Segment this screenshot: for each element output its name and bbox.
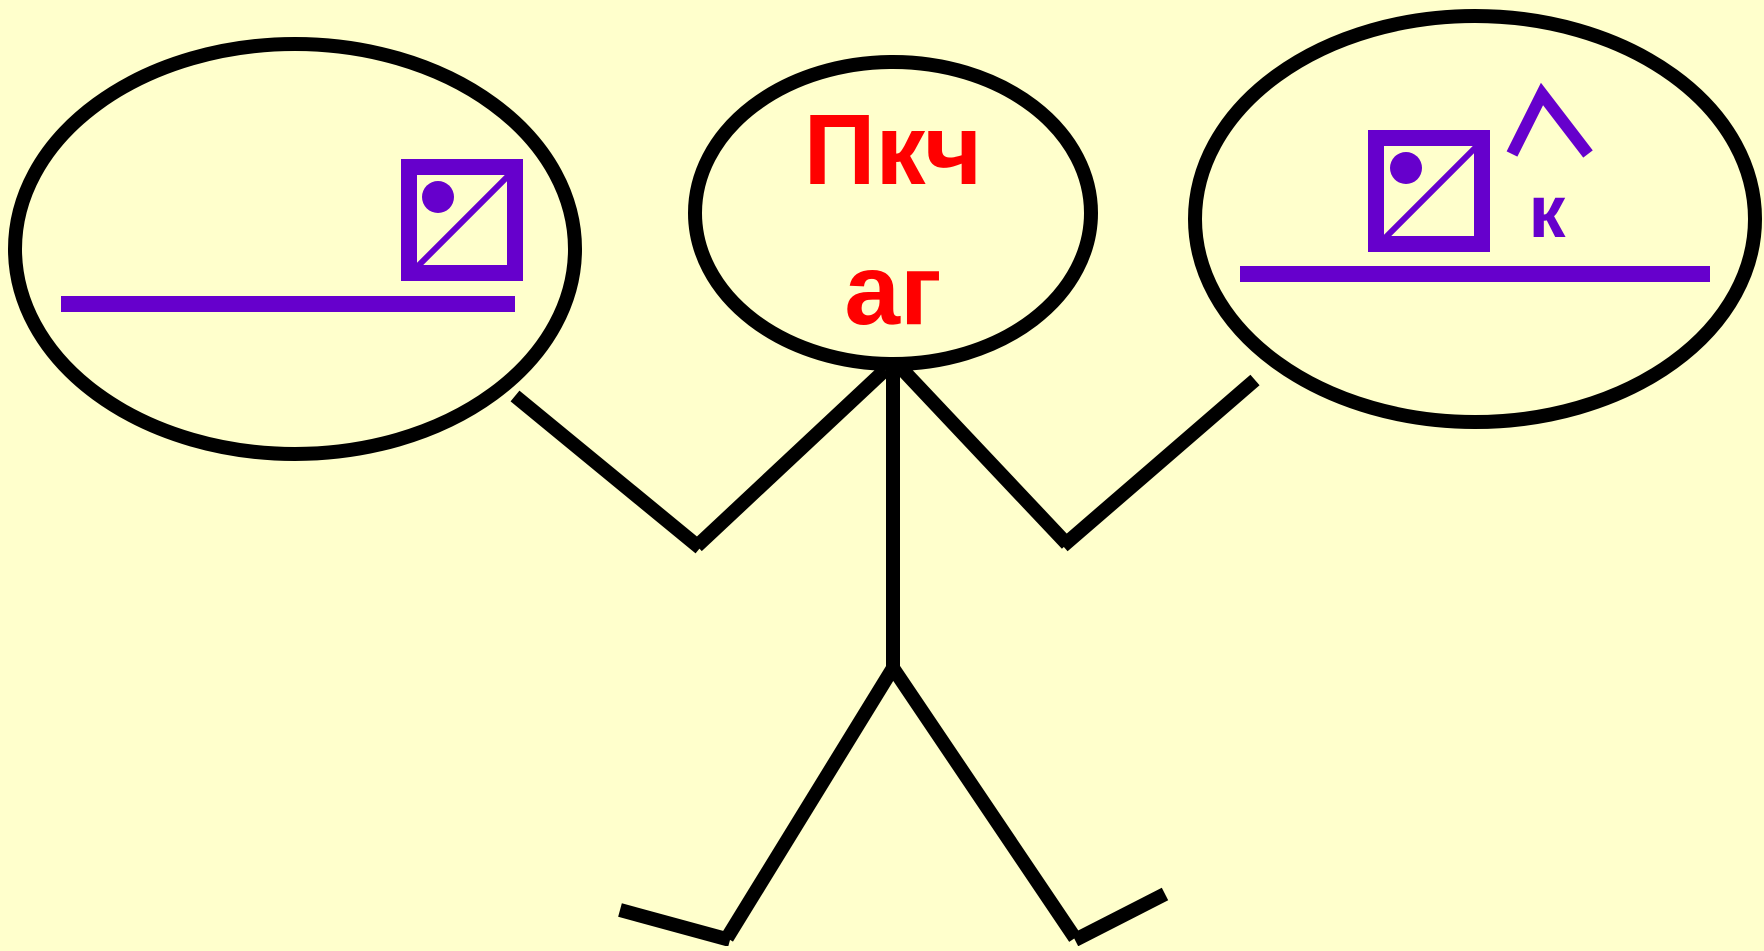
head-label-line1: Пкч — [804, 94, 983, 206]
figure-left-foot — [618, 903, 732, 947]
image-placeholder-icon — [1368, 130, 1490, 252]
figure-right-upper-arm — [895, 363, 1073, 549]
head-label-line2: аг — [844, 234, 941, 346]
right-oval-symbol: к — [1240, 82, 1710, 282]
figure-right-foot — [1071, 887, 1169, 947]
stick-figure — [510, 363, 1260, 947]
caret-icon — [1506, 82, 1593, 158]
figure-right-thigh — [887, 664, 1081, 942]
figure-left-forearm — [510, 390, 705, 554]
left-oval — [8, 37, 582, 461]
figure-right-forearm — [1058, 374, 1260, 552]
head-oval — [688, 55, 1098, 371]
right-oval-letter: к — [1528, 170, 1566, 253]
figure-left-upper-arm — [692, 364, 890, 552]
right-oval — [1188, 9, 1762, 429]
image-placeholder-icon — [401, 159, 523, 281]
left-oval-symbol — [61, 159, 523, 312]
figure-left-thigh — [721, 664, 899, 942]
